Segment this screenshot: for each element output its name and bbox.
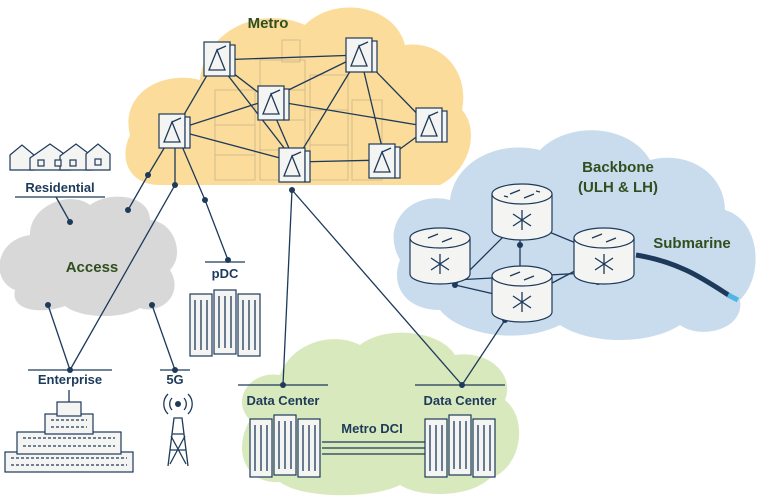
data-center-right-label: Data Center [424,393,497,408]
residential-label: Residential [25,180,94,195]
photonic-switch-icon [345,37,378,73]
server-rack-icon [424,414,496,478]
router-icon [491,183,553,241]
server-rack-icon [249,414,321,478]
access-cloud [0,196,178,316]
metro-label: Metro [248,15,289,32]
photonic-switch-icon [368,143,401,179]
photonic-switch-icon [415,107,448,143]
data-center-left-label: Data Center [247,393,320,408]
submarine-cable-icon [635,252,740,303]
router-icon [491,265,553,323]
backbone-sublabel: (ULH & LH) [578,179,658,196]
houses-icon [9,143,111,171]
router-icon [573,227,635,285]
backbone-routers [409,183,635,323]
metro-photonic-switches [158,37,448,183]
metro-dci-label: Metro DCI [341,421,402,436]
enterprise-label: Enterprise [38,372,102,387]
photonic-switch-icon [257,85,290,121]
submarine-label: Submarine [653,235,731,252]
photonic-switch-icon [278,147,311,183]
office-building-icon [4,390,134,473]
backbone-label: Backbone [582,159,654,176]
router-icon [409,227,471,285]
cell-tower-icon [163,393,193,467]
photonic-switch-icon [203,41,236,77]
city-skyline-illustration [214,39,383,181]
access-label: Access [66,259,119,276]
server-rack-icon [189,289,261,357]
pdc-label: pDC [212,266,239,281]
five-g-label: 5G [166,372,183,387]
photonic-switch-icon [158,113,191,149]
